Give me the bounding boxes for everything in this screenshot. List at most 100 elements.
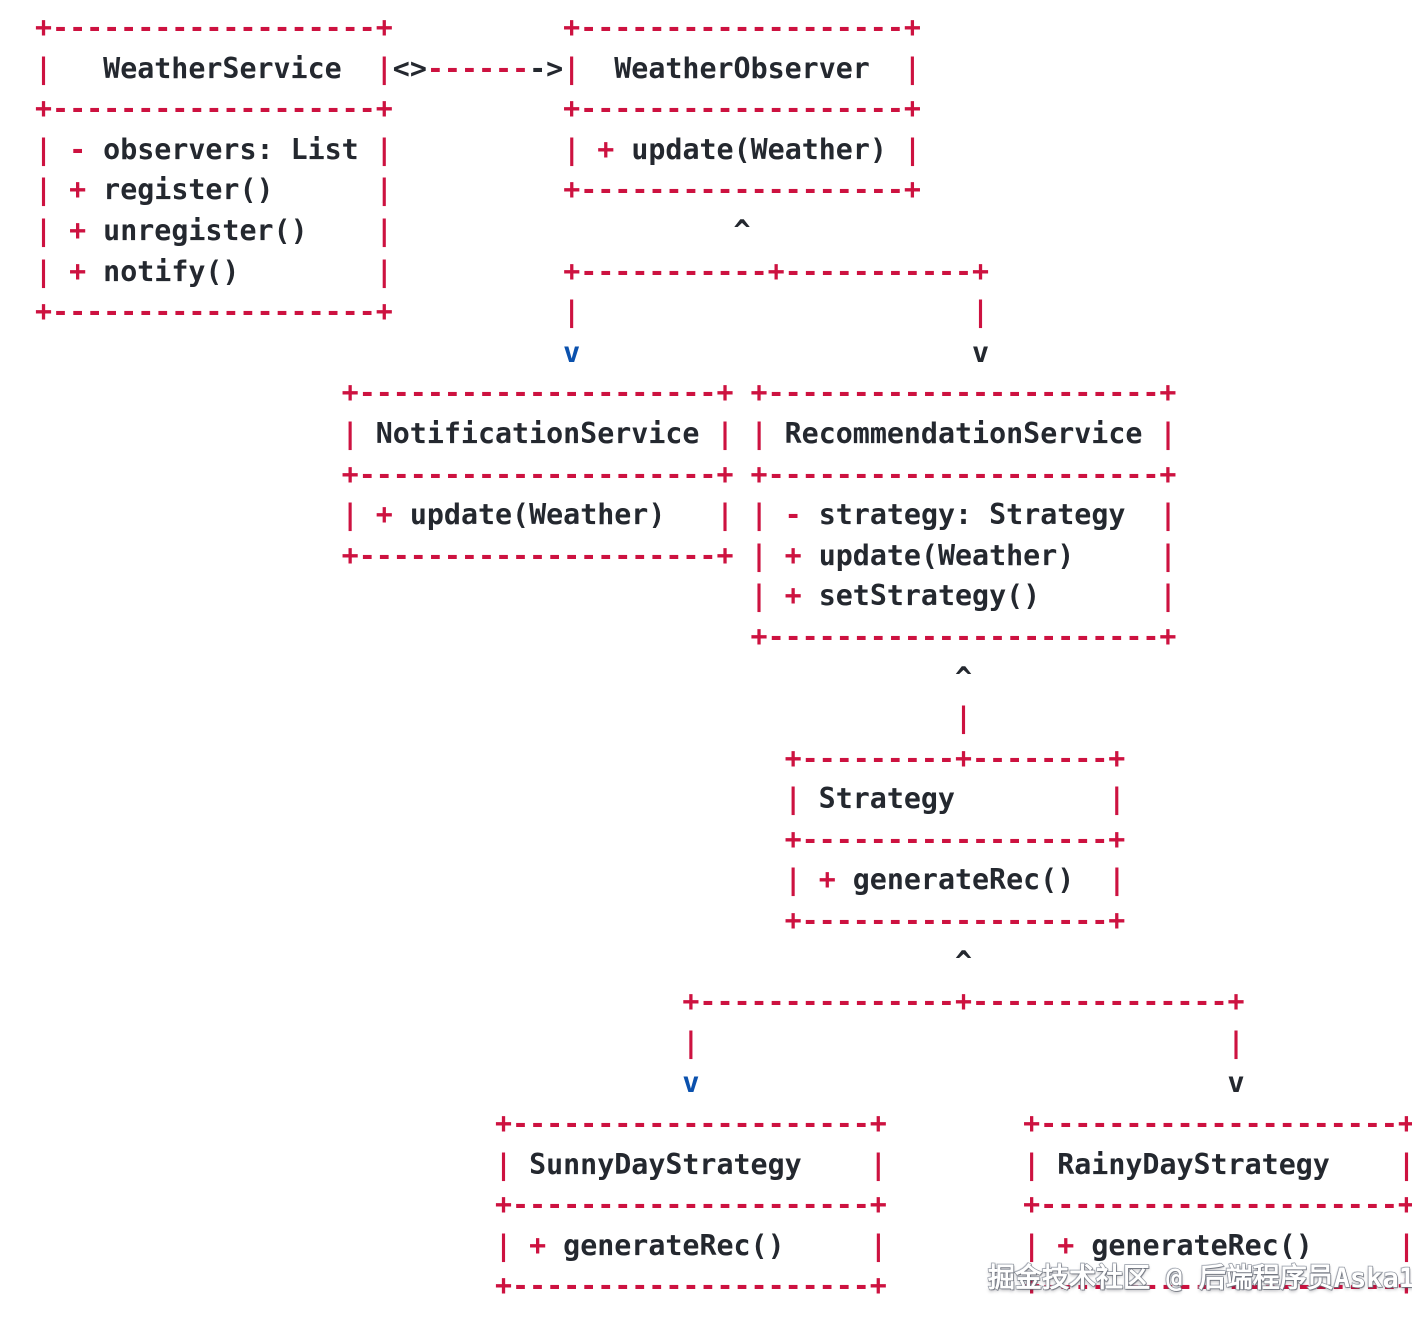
spacer xyxy=(35,1229,495,1262)
code-text-segment: WeatherService xyxy=(52,51,376,85)
box-border-segment: | xyxy=(494,1147,513,1181)
box-border-segment: + xyxy=(784,579,802,613)
spacer xyxy=(35,782,785,815)
spacer xyxy=(580,133,597,166)
spacer xyxy=(768,498,785,531)
spacer xyxy=(35,1026,682,1059)
box-border-segment: | xyxy=(563,132,581,166)
spacer xyxy=(35,701,955,734)
box-border-segment: ------ xyxy=(426,51,530,85)
spacer xyxy=(35,579,751,612)
arrow-head-segment: v xyxy=(682,1066,700,1100)
box-border-segment: | xyxy=(35,173,53,207)
box-border-segment: +---------------------+ xyxy=(341,376,734,410)
code-text-segment: ^ xyxy=(954,944,972,978)
code-text-segment: update(Weather) xyxy=(614,132,904,166)
spacer xyxy=(35,863,785,896)
juejin-watermark: 掘金技术社区 @ 后端程序员Aska1 xyxy=(987,1262,1412,1294)
code-text-segment: v xyxy=(1227,1066,1245,1100)
diagram-line: | WeatherService |<>------->| WeatherObs… xyxy=(35,49,1412,90)
box-border-segment: +-------------------+ xyxy=(35,295,393,329)
box-border-segment: | xyxy=(375,173,393,207)
spacer xyxy=(768,579,785,612)
box-border-segment: | xyxy=(375,51,393,85)
code-text-segment: ^ xyxy=(954,660,972,694)
box-border-segment: | xyxy=(35,132,53,166)
box-border-segment: | xyxy=(494,1228,513,1262)
box-border-segment: | xyxy=(1159,579,1177,613)
spacer xyxy=(393,214,734,247)
diagram-line: +-------------------+ | | xyxy=(35,292,1412,333)
code-text-segment: notify() xyxy=(86,254,376,288)
box-border-segment: | xyxy=(35,254,53,288)
box-border-segment: | xyxy=(972,295,990,329)
spacer xyxy=(734,417,751,450)
diagram-line: +---------+--------+ xyxy=(35,739,1412,780)
box-border-segment: +---------------------+ xyxy=(341,457,734,491)
code-text-segment: update(Weather) xyxy=(392,498,717,532)
spacer xyxy=(393,11,563,44)
diagram-line: +---------------+---------------+ xyxy=(35,982,1412,1023)
box-border-segment: +---------+--------+ xyxy=(784,741,1126,775)
spacer xyxy=(35,539,342,572)
box-border-segment: + xyxy=(375,498,393,532)
diagram-line: | + generateRec() | xyxy=(35,860,1412,901)
box-border-segment: +-------------------+ xyxy=(563,92,921,126)
box-border-segment: | xyxy=(341,416,359,450)
box-border-segment: - xyxy=(69,132,87,166)
box-border-segment: | xyxy=(903,51,921,85)
code-text-segment: generateRec() xyxy=(1074,1228,1398,1262)
spacer xyxy=(35,458,342,491)
box-border-segment: | xyxy=(375,132,393,166)
box-border-segment: +---------------+---------------+ xyxy=(682,985,1245,1019)
box-border-segment: +---------------------+ xyxy=(1023,1107,1412,1141)
diagram-line: v v xyxy=(35,1063,1412,1104)
box-border-segment: +-------------------+ xyxy=(35,11,393,44)
spacer xyxy=(52,255,69,288)
code-text-segment: update(Weather) xyxy=(801,538,1160,572)
diagram-line: +------------------+ xyxy=(35,901,1412,942)
box-border-segment: | xyxy=(1159,416,1177,450)
box-border-segment: + xyxy=(69,213,87,247)
diagram-line: | NotificationService | | Recommendation… xyxy=(35,414,1412,455)
box-border-segment: + xyxy=(784,538,802,572)
box-border-segment: | xyxy=(1108,782,1126,816)
diagram-line: | - observers: List | | + update(Weather… xyxy=(35,130,1412,171)
box-border-segment: + xyxy=(818,863,836,897)
box-border-segment: | xyxy=(784,782,802,816)
diagram-line: +---------------------+ +---------------… xyxy=(35,1266,1412,1307)
box-border-segment: + xyxy=(529,1228,547,1262)
box-border-segment: - xyxy=(784,498,802,532)
box-border-segment: +------------------+ xyxy=(784,822,1126,856)
code-text-segment: RecommendationService xyxy=(767,416,1160,450)
box-border-segment: | xyxy=(1159,538,1177,572)
box-border-segment: +-------------------+ xyxy=(563,11,921,44)
code-text-segment: <> xyxy=(392,51,427,85)
spacer xyxy=(35,1188,495,1221)
diagram-line: v v xyxy=(35,333,1412,374)
diagram-line: | + generateRec() | | + generateRec() | xyxy=(35,1226,1412,1267)
diagram-line: +-------------------+ +-----------------… xyxy=(35,8,1412,49)
spacer xyxy=(887,1107,1023,1140)
box-border-segment: +-----------+-----------+ xyxy=(563,254,990,288)
code-text-segment: NotificationService xyxy=(358,416,717,450)
box-border-segment: | xyxy=(869,1147,887,1181)
box-border-segment: | xyxy=(1108,863,1126,897)
code-text-segment: -> xyxy=(529,51,564,85)
code-text-segment: SunnyDayStrategy xyxy=(512,1147,870,1181)
diagram-line: | + update(Weather) | | - strategy: Stra… xyxy=(35,495,1412,536)
box-border-segment: + xyxy=(69,173,87,207)
box-border-segment: | xyxy=(375,213,393,247)
spacer xyxy=(887,1188,1023,1221)
box-border-segment: | xyxy=(1227,1025,1245,1059)
spacer xyxy=(35,904,785,937)
diagram-line: +---------------------+ +---------------… xyxy=(35,1185,1412,1226)
spacer xyxy=(35,417,342,450)
diagram-line: +-------------------+ +-----------------… xyxy=(35,89,1412,130)
box-border-segment: +---------------------+ xyxy=(494,1269,887,1303)
diagram-line: +------------------+ xyxy=(35,820,1412,861)
box-border-segment: + xyxy=(597,132,615,166)
box-border-segment: +---------------------+ xyxy=(1023,1269,1412,1303)
spacer xyxy=(393,255,563,288)
spacer xyxy=(393,173,563,206)
